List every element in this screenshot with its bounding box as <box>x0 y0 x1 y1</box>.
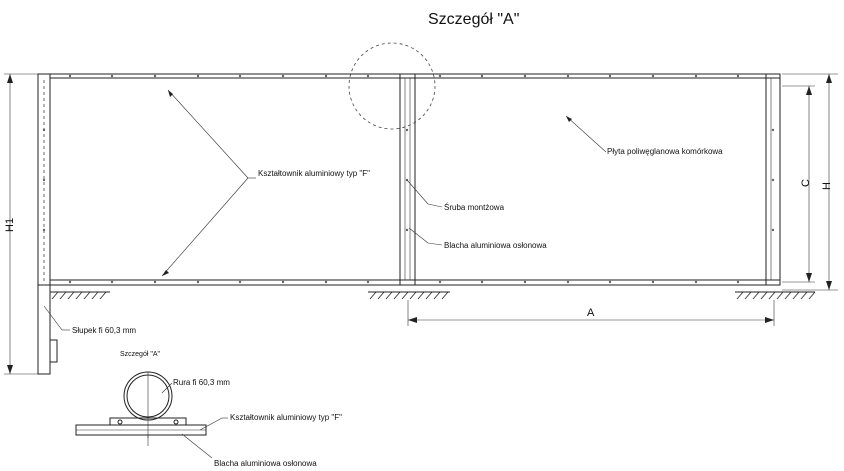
ground-symbol-right <box>735 291 816 300</box>
dimension-a-label: A <box>587 307 595 319</box>
detail-pipe-leader <box>161 382 173 394</box>
detail-a-drawing <box>75 371 207 446</box>
post-rivets <box>42 128 775 232</box>
dimension-h1-label: H1 <box>4 218 16 232</box>
detail-a-small-title: Szczegół "A" <box>120 351 161 358</box>
detail-cover-plate-leader <box>181 433 213 459</box>
detail-cover-plate-label: Blacha aluminiowa osłonowa <box>214 459 317 468</box>
post-label: Słupek fi 60,3 mm <box>72 326 136 335</box>
detail-pipe-label: Rura fi 60,3 mm <box>173 378 230 387</box>
dimension-c-label: C <box>800 179 812 187</box>
post-base-plate <box>49 339 58 363</box>
profile-label: Kształtownik aluminiowy typ "F" <box>258 169 370 178</box>
right-post <box>765 73 781 286</box>
dimension-h-label: H <box>821 182 833 190</box>
detail-profile-leader <box>199 417 228 431</box>
panel-label: Płyta poliwęglanowa komórkowa <box>607 147 723 156</box>
middle-post <box>399 73 416 286</box>
profile-leader <box>161 89 256 277</box>
cover-plate-leader <box>408 227 443 246</box>
dimension-h1 <box>4 73 38 375</box>
ground-symbol-left <box>50 291 110 300</box>
screw-label: Śruba montżowa <box>444 203 505 212</box>
bottom-rail-rivets <box>68 280 740 284</box>
cover-plate-label: Blacha aluminiowa osłonowa <box>444 241 547 250</box>
detail-a-title: Szczegół "A" <box>428 11 519 28</box>
detail-profile-label: Kształtownik aluminiowy typ "F" <box>230 413 342 422</box>
screw-leader <box>406 179 443 208</box>
ground-symbol-middle <box>368 291 450 300</box>
post-leader <box>43 305 70 331</box>
dimension-c <box>782 85 815 283</box>
dimension-a <box>407 300 775 326</box>
detail-a-circle <box>348 42 436 130</box>
top-rail-rivets <box>68 74 740 78</box>
panel-leader <box>565 115 607 153</box>
dimension-h <box>782 73 838 291</box>
